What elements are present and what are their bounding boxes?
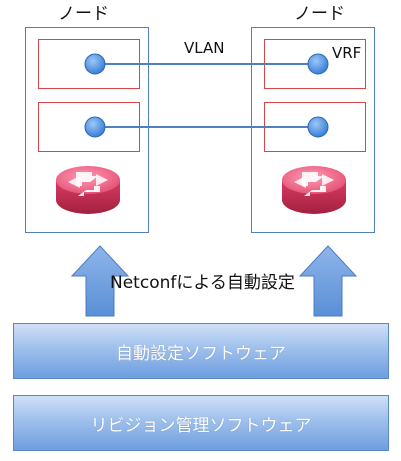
left-top-interface-dot: [84, 53, 106, 75]
auto-config-software-bar: 自動設定ソフトウェア: [13, 323, 389, 379]
netconf-caption: Netconfによる自動設定: [110, 273, 295, 293]
right-top-interface-dot: [307, 53, 329, 75]
left-up-arrow-icon: [70, 245, 130, 317]
vlan-label: VLAN: [184, 39, 225, 57]
left-router-icon: [56, 166, 120, 214]
right-router-icon: [282, 166, 346, 214]
right-bottom-interface-dot: [307, 116, 329, 138]
revision-control-software-bar: リビジョン管理ソフトウェア: [13, 395, 389, 451]
vrf-label: VRF: [332, 44, 362, 62]
left-node-title: ノード: [58, 4, 109, 24]
right-node-title: ノード: [294, 4, 345, 24]
left-bottom-interface-dot: [84, 116, 106, 138]
right-up-arrow-icon: [298, 245, 358, 317]
